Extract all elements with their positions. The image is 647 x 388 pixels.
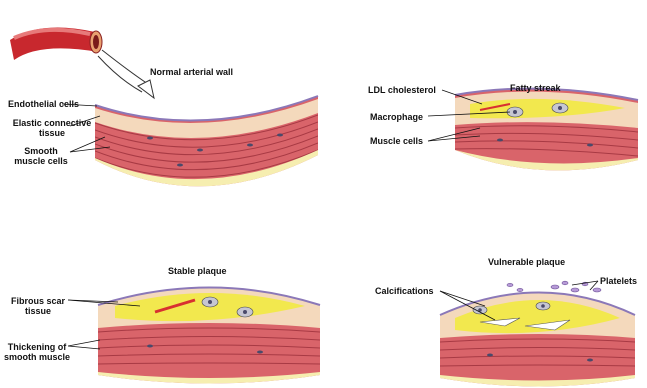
- thickening-label: Thickening of smooth muscle: [4, 342, 70, 362]
- smooth-muscle-label-line2: muscle cells: [10, 156, 72, 166]
- elastic-tissue-label-line2: tissue: [10, 128, 94, 138]
- vulnerable-plaque-title: Vulnerable plaque: [488, 257, 565, 267]
- blood-vessel-illustration: [10, 28, 102, 61]
- smooth-muscle-label-line1: Smooth: [10, 146, 72, 156]
- fibrous-scar-label-line1: Fibrous scar: [6, 296, 70, 306]
- endothelial-cells-label: Endothelial cells: [8, 99, 79, 109]
- smooth-muscle-label: Smooth muscle cells: [10, 146, 72, 166]
- stable-plaque-title: Stable plaque: [168, 266, 227, 276]
- fibrous-scar-label-line2: tissue: [6, 306, 70, 316]
- thickening-label-line2: smooth muscle: [4, 352, 70, 362]
- platelets-label: Platelets: [600, 276, 637, 286]
- normal-wall-panel: [95, 96, 318, 188]
- ldl-cholesterol-label: LDL cholesterol: [368, 85, 436, 95]
- fatty-streak-title: Fatty streak: [510, 83, 561, 93]
- fibrous-scar-label: Fibrous scar tissue: [6, 296, 70, 316]
- macrophage-label: Macrophage: [370, 112, 423, 122]
- elastic-tissue-label: Elastic connective tissue: [10, 118, 94, 138]
- stable-plaque-panel: [98, 288, 320, 388]
- normal-wall-title: Normal arterial wall: [150, 67, 233, 77]
- vulnerable-plaque-panel: [440, 281, 635, 388]
- muscle-cells-label: Muscle cells: [370, 136, 423, 146]
- fatty-streak-panel: [455, 89, 638, 173]
- thickening-label-line1: Thickening of: [4, 342, 70, 352]
- elastic-tissue-label-line1: Elastic connective: [10, 118, 94, 128]
- calcifications-label: Calcifications: [375, 286, 434, 296]
- zoom-arrow: [98, 50, 154, 98]
